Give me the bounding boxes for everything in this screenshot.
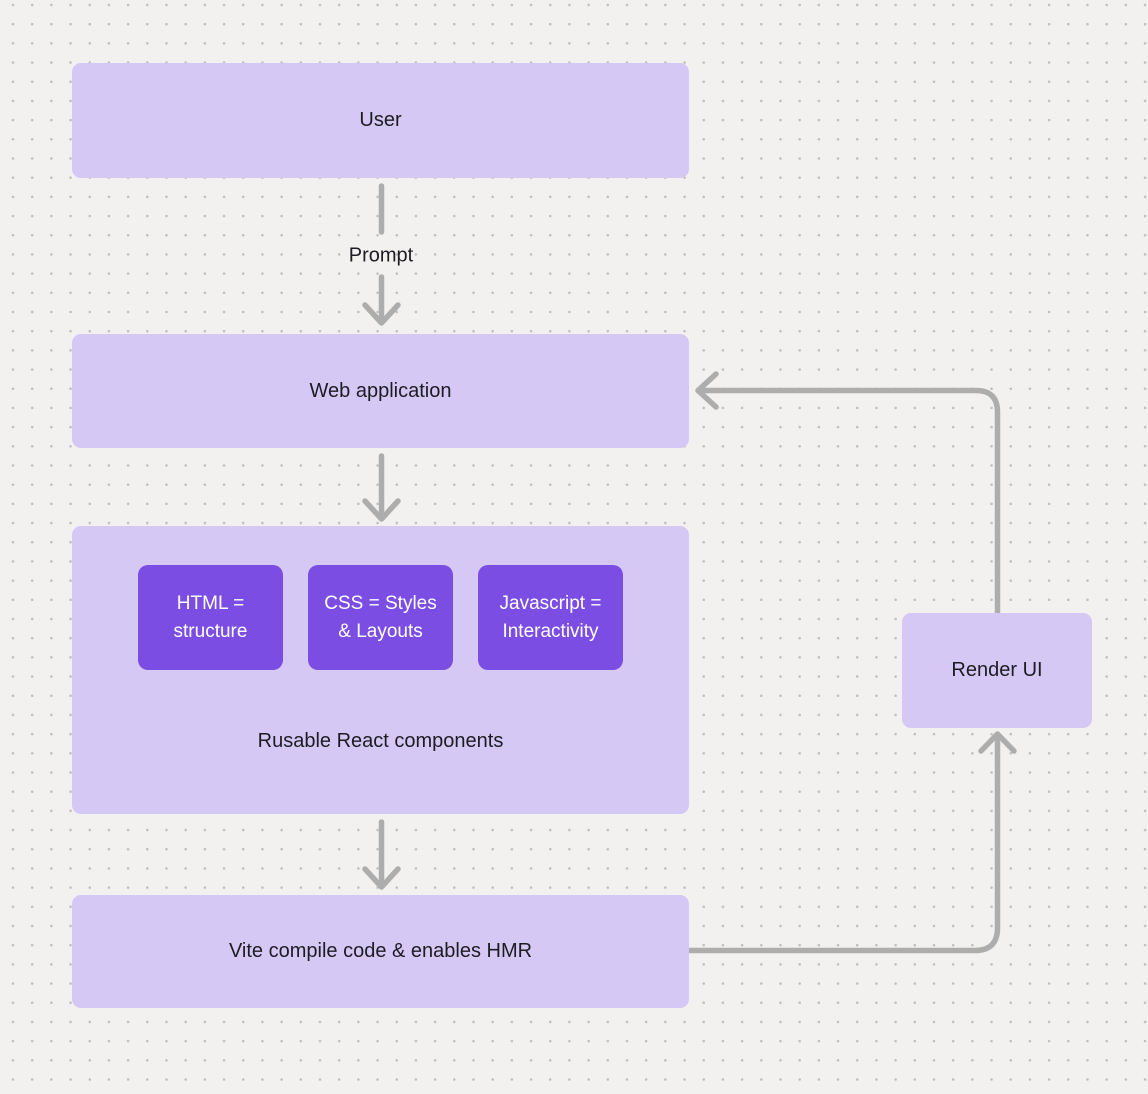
component-box-html: HTML = structure <box>138 565 283 670</box>
arrow-renderui-to-webapp-head <box>695 371 719 410</box>
node-components-group: HTML = structure CSS = Styles & Layouts … <box>72 526 689 814</box>
edge-label-prompt: Prompt <box>348 244 414 267</box>
component-box-javascript: Javascript = Interactivity <box>478 565 623 670</box>
arrow-components-to-vite-head <box>362 866 401 890</box>
node-web-application-label: Web application <box>309 379 452 402</box>
node-web-application: Web application <box>72 334 689 448</box>
arrow-user-to-webapp-head <box>362 302 401 326</box>
node-render-ui-label: Render UI <box>951 659 1043 681</box>
component-box-javascript-label: Javascript = Interactivity <box>499 592 602 642</box>
node-user-label: User <box>359 109 402 131</box>
arrow-vite-to-renderui-head <box>978 731 1017 754</box>
arrow-webapp-to-components-head <box>362 498 401 522</box>
component-box-html-label: HTML = structure <box>173 592 248 642</box>
components-row: HTML = structure CSS = Styles & Layouts … <box>72 565 689 670</box>
node-render-ui: Render UI <box>902 613 1092 728</box>
node-vite-label: Vite compile code & enables HMR <box>228 940 533 962</box>
arrow-renderui-to-webapp-shaft <box>698 387 1001 616</box>
node-user: User <box>72 63 689 178</box>
components-group-caption: Rusable React components <box>257 730 504 752</box>
node-vite: Vite compile code & enables HMR <box>72 895 689 1008</box>
arrow-vite-to-renderui-shaft <box>686 735 1001 954</box>
component-box-css: CSS = Styles & Layouts <box>308 565 453 670</box>
component-box-css-label: CSS = Styles & Layouts <box>324 592 437 642</box>
